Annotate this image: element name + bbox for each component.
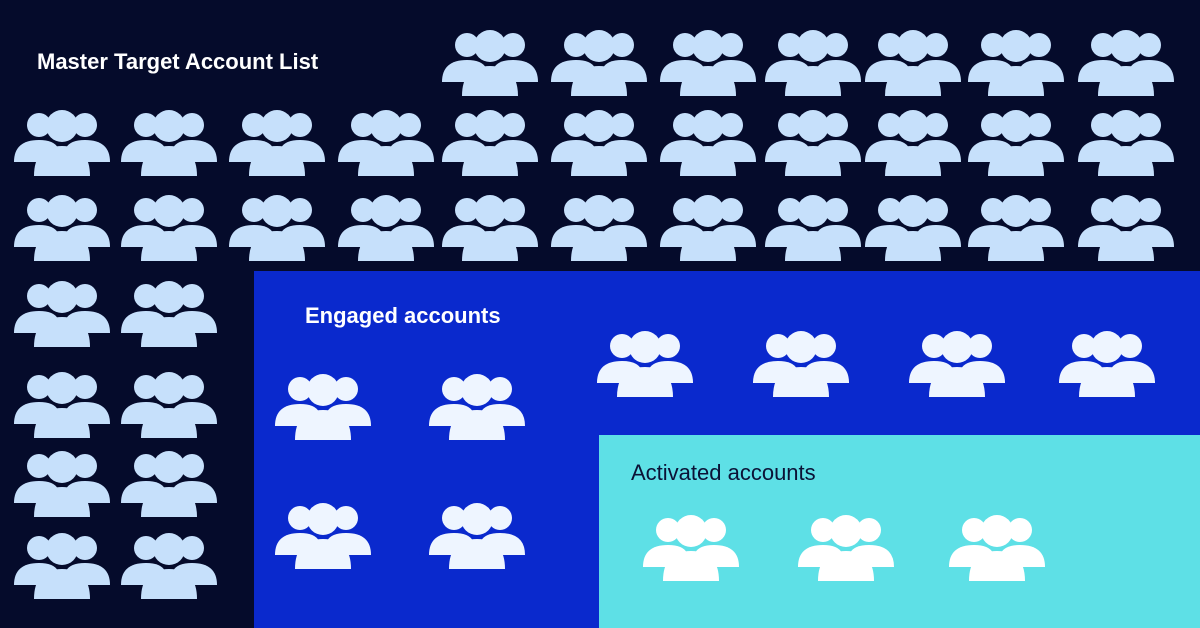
group-of-people-icon (14, 108, 110, 176)
group-of-people-icon (909, 329, 1005, 397)
group-of-people-icon (442, 108, 538, 176)
engaged-accounts-title: Engaged accounts (305, 303, 501, 328)
group-of-people-icon (229, 193, 325, 261)
group-of-people-icon (765, 108, 861, 176)
group-of-people-icon (865, 193, 961, 261)
group-of-people-icon (1078, 108, 1174, 176)
group-of-people-icon (275, 372, 371, 440)
group-of-people-icon (968, 193, 1064, 261)
group-of-people-icon (597, 329, 693, 397)
group-of-people-icon (338, 193, 434, 261)
group-of-people-icon (442, 28, 538, 96)
group-of-people-icon (660, 108, 756, 176)
group-of-people-icon (14, 279, 110, 347)
group-of-people-icon (121, 279, 217, 347)
master-target-account-list-title: Master Target Account List (37, 49, 319, 74)
activated-accounts-panel (599, 435, 1200, 628)
group-of-people-icon (865, 28, 961, 96)
group-of-people-icon (14, 531, 110, 599)
activated-accounts-title: Activated accounts (631, 460, 816, 485)
group-of-people-icon (229, 108, 325, 176)
group-of-people-icon (338, 108, 434, 176)
group-of-people-icon (121, 449, 217, 517)
group-of-people-icon (429, 372, 525, 440)
group-of-people-icon (551, 28, 647, 96)
group-of-people-icon (275, 501, 371, 569)
group-of-people-icon (1078, 28, 1174, 96)
group-of-people-icon (968, 108, 1064, 176)
group-of-people-icon (660, 193, 756, 261)
group-of-people-icon (121, 193, 217, 261)
group-of-people-icon (14, 449, 110, 517)
group-of-people-icon (551, 193, 647, 261)
group-of-people-icon (949, 513, 1045, 581)
group-of-people-icon (442, 193, 538, 261)
group-of-people-icon (14, 370, 110, 438)
group-of-people-icon (660, 28, 756, 96)
group-of-people-icon (551, 108, 647, 176)
group-of-people-icon (643, 513, 739, 581)
group-of-people-icon (765, 28, 861, 96)
group-of-people-icon (14, 193, 110, 261)
group-of-people-icon (753, 329, 849, 397)
group-of-people-icon (121, 108, 217, 176)
group-of-people-icon (968, 28, 1064, 96)
group-of-people-icon (798, 513, 894, 581)
group-of-people-icon (1078, 193, 1174, 261)
group-of-people-icon (121, 531, 217, 599)
group-of-people-icon (121, 370, 217, 438)
group-of-people-icon (865, 108, 961, 176)
group-of-people-icon (1059, 329, 1155, 397)
group-of-people-icon (429, 501, 525, 569)
group-of-people-icon (765, 193, 861, 261)
